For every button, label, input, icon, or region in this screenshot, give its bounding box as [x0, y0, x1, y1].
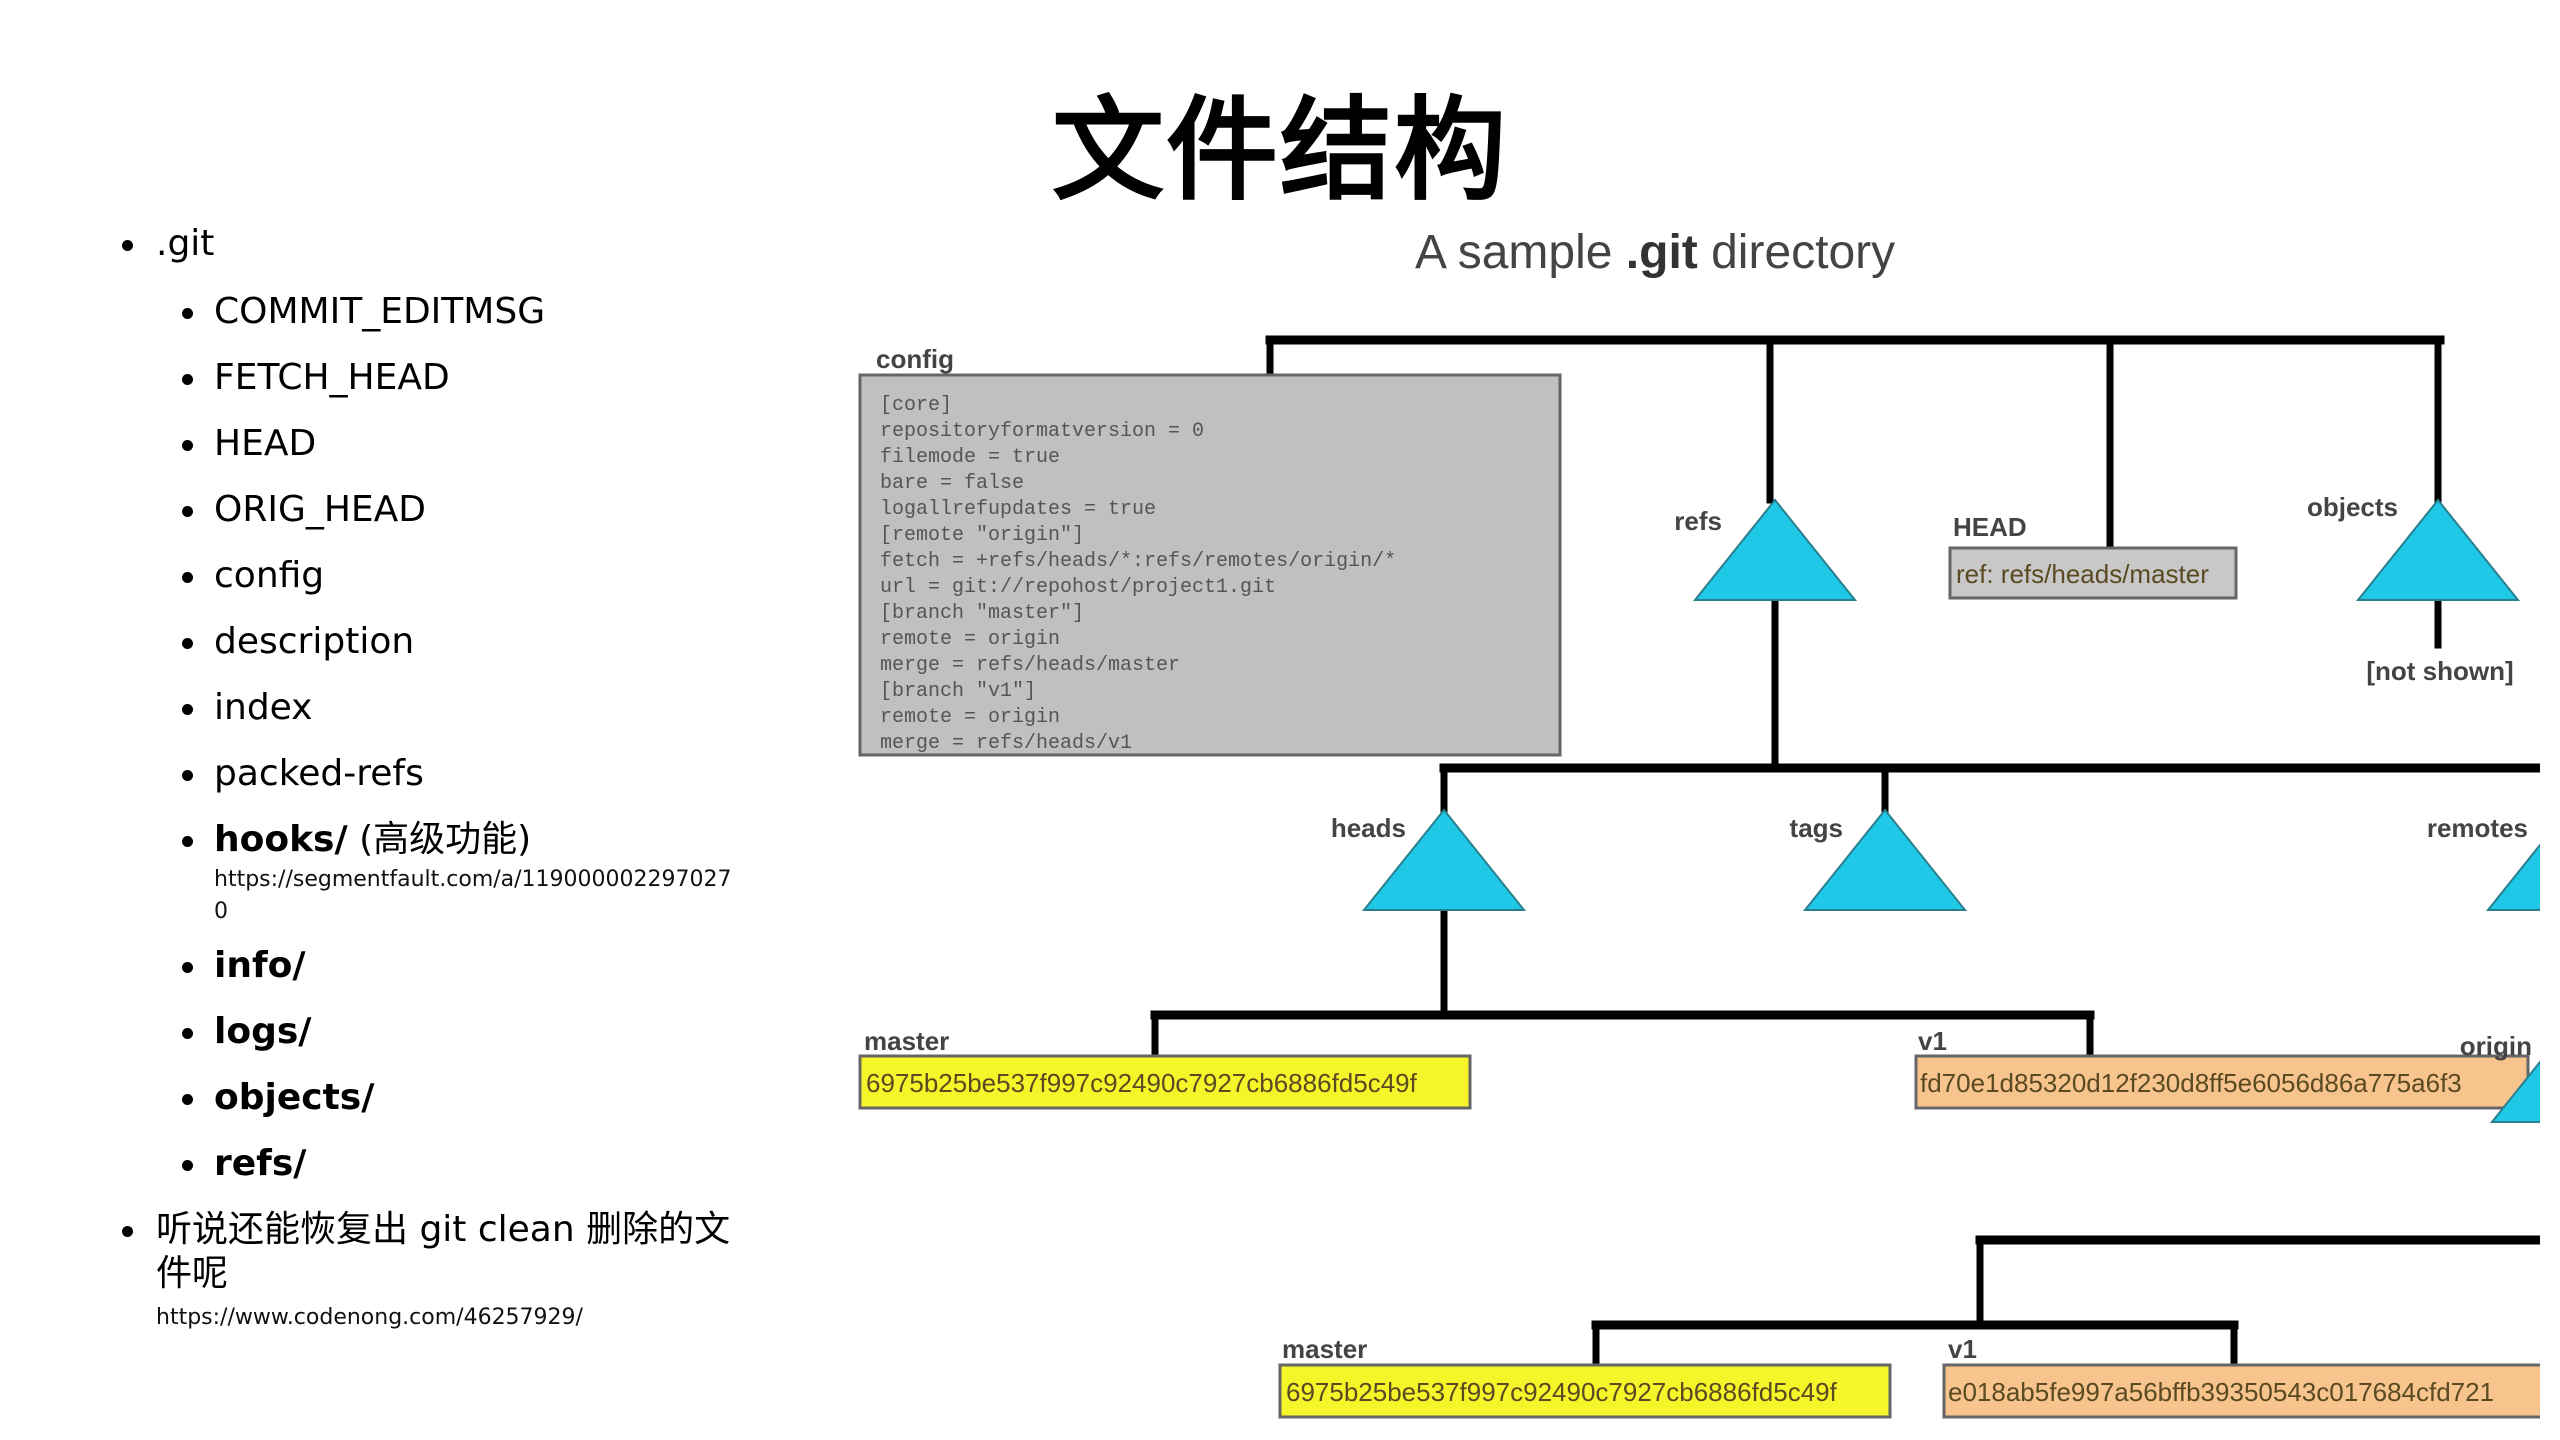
outline-item-label: description: [214, 621, 415, 662]
outline-item: hooks/ (高级功能) https://segmentfault.com/a/…: [120, 818, 740, 928]
head-value: ref: refs/heads/master: [1956, 559, 2209, 589]
config-line: [branch "master"]: [880, 602, 1084, 625]
config-line: logallrefupdates = true: [880, 498, 1156, 521]
outline-item-label: config: [214, 555, 325, 596]
outline-item-label: HEAD: [214, 423, 317, 464]
objects-triangle-icon: [2355, 498, 2521, 601]
config-line: merge = refs/heads/master: [880, 654, 1180, 677]
outline-note-link[interactable]: https://www.codenong.com/46257929/: [156, 1305, 583, 1330]
refs-label: refs: [1674, 506, 1722, 536]
outline-item-label: packed-refs: [214, 753, 424, 794]
outline-root: .git: [120, 222, 740, 266]
outline-item-label: index: [214, 687, 313, 728]
outline-item: COMMIT_EDITMSG: [120, 290, 740, 334]
head-label: HEAD: [1953, 512, 2027, 542]
refs-triangle-icon: [1692, 498, 1858, 601]
outline-note: 听说还能恢复出 git clean 删除的文件呢 https://www.cod…: [120, 1208, 740, 1334]
tags-label: tags: [1790, 813, 1843, 843]
config-line: remote = origin: [880, 706, 1060, 729]
outline-item-label: COMMIT_EDITMSG: [214, 291, 546, 332]
outline-item-label: hooks/: [214, 819, 348, 860]
outline-item: config: [120, 554, 740, 598]
heads-label: heads: [1331, 813, 1406, 843]
outline-item: description: [120, 620, 740, 664]
heads-master-hash-box: [858, 1054, 1472, 1110]
config-label: config: [876, 344, 954, 374]
outline-item-label: refs/: [214, 1143, 307, 1184]
page-title: 文件结构: [1052, 86, 1508, 216]
outline-item: HEAD: [120, 422, 740, 466]
outline-item: FETCH_HEAD: [120, 356, 740, 400]
heads-master-label: master: [864, 1026, 949, 1056]
outline-item: index: [120, 686, 740, 730]
outline-note-text: 听说还能恢复出 git clean 删除的文件呢: [156, 1209, 731, 1294]
origin-master-hash: 6975b25be537f997c92490c7927cb6886fd5c49f: [1286, 1377, 1838, 1407]
origin-label: origin: [2460, 1031, 2532, 1061]
objects-note: [not shown]: [2366, 656, 2513, 686]
outline-item-label: info/: [214, 945, 306, 986]
config-line: repositoryformatversion = 0: [880, 420, 1204, 443]
config-line: fetch = +refs/heads/*:refs/remotes/origi…: [880, 550, 1396, 573]
outline-item-label: ORIG_HEAD: [214, 489, 427, 530]
origin-v1-hash: e018ab5fe997a56bffb39350543c017684cfd721: [1948, 1377, 2494, 1407]
heads-v1-label: v1: [1918, 1026, 1947, 1056]
outline-item: ORIG_HEAD: [120, 488, 740, 532]
outline-item-label: logs/: [214, 1011, 312, 1052]
origin-v1-label: v1: [1948, 1334, 1977, 1364]
origin-triangle-icon: [2489, 1060, 2540, 1123]
heads-v1-hash-box: [1914, 1054, 2530, 1110]
tags-triangle-icon: [1802, 808, 1968, 911]
remotes-label: remotes: [2427, 813, 2528, 843]
outline-item: logs/: [120, 1010, 740, 1054]
head-value-box: [1948, 546, 2238, 600]
tree-nodes: config [core] repositoryformatversion = 0…: [858, 344, 2540, 1419]
outline-item-suffix: (高级功能): [347, 819, 532, 860]
git-directory-diagram: A sample .git directory config [core] rep…: [858, 226, 2540, 1419]
config-line: [core]: [880, 394, 952, 417]
config-box: [858, 373, 1562, 757]
outline-item-label: FETCH_HEAD: [214, 357, 450, 398]
heads-triangle-icon: [1361, 808, 1527, 911]
config-line: [remote "origin"]: [880, 524, 1084, 547]
outline-item-label: objects/: [214, 1077, 375, 1118]
objects-label: objects: [2307, 492, 2398, 522]
heads-master-hash: 6975b25be537f997c92490c7927cb6886fd5c49f: [866, 1068, 1418, 1098]
outline-item: objects/: [120, 1076, 740, 1120]
heads-v1-hash: fd70e1d85320d12f230d8ff5e6056d86a775a6f3: [1920, 1068, 2462, 1098]
origin-v1-hash-box: [1942, 1363, 2540, 1419]
config-line: filemode = true: [880, 446, 1060, 469]
diagram-title: A sample .git directory: [1415, 226, 1895, 279]
outline-item: refs/: [120, 1142, 740, 1186]
tree-connectors: [1150, 335, 2540, 1369]
outline-root-label: .git: [156, 223, 215, 264]
config-line: [branch "v1"]: [880, 680, 1036, 703]
origin-master-label: master: [1282, 1334, 1367, 1364]
config-line: merge = refs/heads/v1: [880, 732, 1132, 755]
outline-item-link[interactable]: https://segmentfault.com/a/1190000022970…: [214, 867, 732, 924]
file-outline: .git COMMIT_EDITMSG FETCH_HEAD HEAD ORIG_HE…: [120, 222, 740, 1358]
outline-item: info/: [120, 944, 740, 988]
remotes-triangle-icon: [2485, 843, 2540, 911]
config-line: remote = origin: [880, 628, 1060, 651]
config-line: url = git://repohost/project1.git: [880, 576, 1276, 599]
outline-item: packed-refs: [120, 752, 740, 796]
config-line: bare = false: [880, 472, 1024, 495]
origin-master-hash-box: [1278, 1363, 1892, 1419]
